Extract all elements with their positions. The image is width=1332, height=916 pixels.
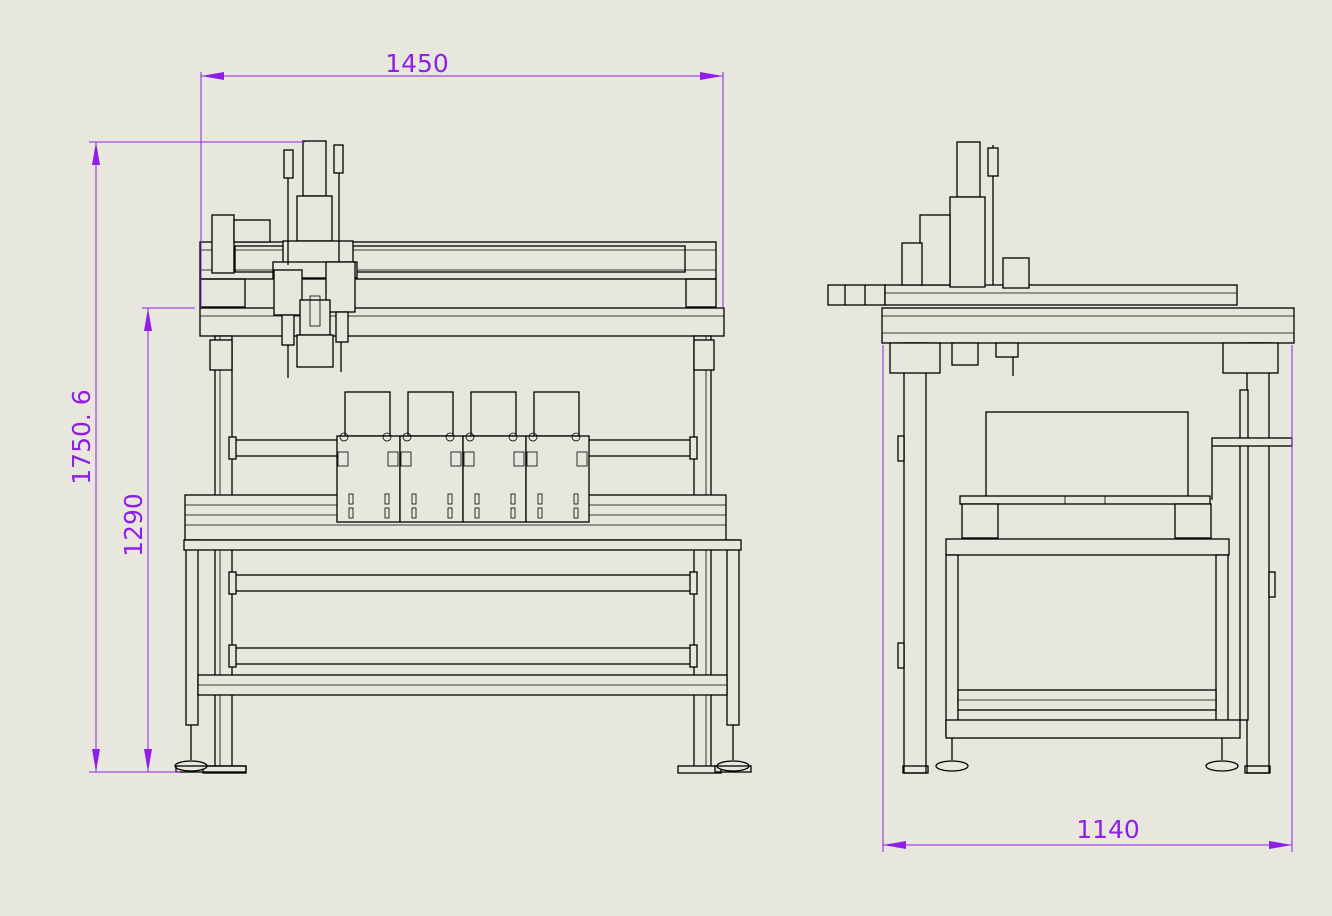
side-legs [889,342,1279,774]
spindle-carriage [211,140,358,378]
dim-table-height-label: 1290 [119,493,148,557]
dim-depth-side-label: 1140 [1076,815,1140,844]
side-view [827,141,1295,774]
dimension-total-height: 1750. 6 [67,141,305,773]
side-lower-frame [935,538,1241,772]
side-gantry [827,284,1295,344]
dim-width-front-label: 1450 [385,49,449,78]
side-spindle [901,141,1030,376]
dimension-depth-side: 1140 [882,345,1293,852]
dimension-table-height: 1290 [119,307,195,773]
front-view [174,140,752,774]
dim-total-height-label: 1750. 6 [67,389,96,484]
fixture-blocks [336,391,590,523]
main-legs [202,335,722,774]
lower-frame [174,494,752,773]
side-fixture [959,411,1293,539]
dimension-width-front: 1450 [200,49,724,308]
